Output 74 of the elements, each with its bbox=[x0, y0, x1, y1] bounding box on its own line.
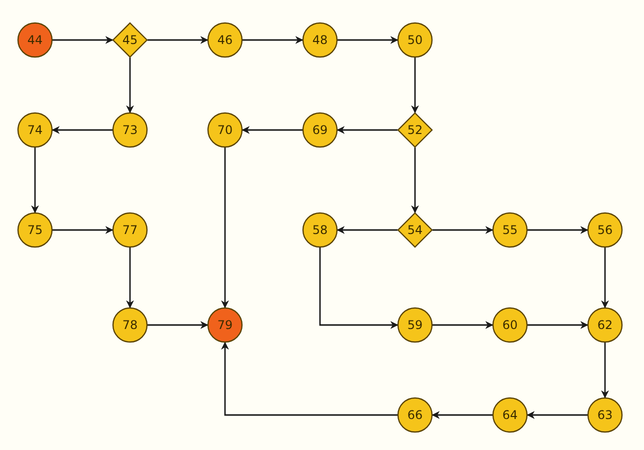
arrow bbox=[221, 342, 398, 416]
arrow bbox=[601, 248, 609, 308]
node-label: 74 bbox=[27, 123, 43, 137]
arrow bbox=[432, 411, 492, 419]
process-circle bbox=[112, 307, 148, 343]
node-label: 60 bbox=[502, 318, 518, 332]
node-label: 59 bbox=[407, 318, 423, 332]
decision-diamond bbox=[397, 112, 433, 148]
arrow bbox=[242, 36, 304, 44]
node-label: 50 bbox=[407, 33, 423, 47]
node-label: 62 bbox=[597, 318, 613, 332]
arrow bbox=[148, 321, 208, 329]
node-label: 66 bbox=[407, 408, 423, 422]
arrow bbox=[148, 36, 208, 44]
arrow bbox=[528, 321, 588, 329]
process-circle bbox=[17, 22, 53, 58]
process-circle bbox=[17, 212, 53, 248]
process-circle bbox=[207, 22, 243, 58]
process-circle bbox=[492, 212, 528, 248]
process-circle bbox=[112, 112, 148, 148]
node-label: 64 bbox=[502, 408, 518, 422]
process-circle bbox=[17, 112, 53, 148]
process-circle bbox=[397, 397, 433, 433]
arrow bbox=[336, 126, 398, 134]
node-label: 54 bbox=[407, 223, 423, 237]
arrow bbox=[338, 36, 398, 44]
process-circle bbox=[302, 112, 338, 148]
arrow bbox=[52, 36, 114, 44]
process-circle bbox=[207, 112, 243, 148]
arrow bbox=[52, 226, 114, 234]
process-circle bbox=[492, 307, 528, 343]
process-circle bbox=[112, 212, 148, 248]
process-circle bbox=[397, 307, 433, 343]
arrow bbox=[411, 148, 419, 214]
arrow bbox=[126, 58, 134, 114]
decision-diamond bbox=[112, 22, 148, 58]
process-circle bbox=[492, 397, 528, 433]
node-label: 52 bbox=[407, 123, 423, 137]
arrow bbox=[432, 226, 494, 234]
process-circle bbox=[207, 307, 243, 343]
arrow bbox=[126, 248, 134, 308]
node-label: 55 bbox=[502, 223, 518, 237]
node-label: 56 bbox=[597, 223, 613, 237]
process-circle bbox=[397, 22, 433, 58]
arrow bbox=[221, 148, 229, 308]
node-label: 46 bbox=[217, 33, 233, 47]
node-label: 75 bbox=[27, 223, 43, 237]
arrow bbox=[319, 248, 398, 329]
node-label: 44 bbox=[27, 33, 43, 47]
node-label: 58 bbox=[312, 223, 328, 237]
arrow bbox=[31, 148, 39, 214]
node-label: 63 bbox=[597, 408, 613, 422]
arrow bbox=[432, 321, 494, 329]
arrow bbox=[528, 226, 588, 234]
node-label: 79 bbox=[217, 318, 233, 332]
node-label: 77 bbox=[122, 223, 138, 237]
arrow bbox=[242, 126, 302, 134]
node-label: 48 bbox=[312, 33, 328, 47]
decision-diamond bbox=[397, 212, 433, 248]
node-label: 73 bbox=[122, 123, 138, 137]
node-label: 45 bbox=[122, 33, 138, 47]
node-label: 69 bbox=[312, 123, 328, 137]
arrow bbox=[601, 342, 609, 398]
process-circle bbox=[587, 397, 623, 433]
process-circle bbox=[302, 212, 338, 248]
arrow bbox=[526, 411, 588, 419]
node-label: 70 bbox=[217, 123, 233, 137]
arrow bbox=[52, 126, 112, 134]
node-label: 78 bbox=[122, 318, 138, 332]
arrow bbox=[411, 58, 419, 114]
arrow bbox=[336, 226, 398, 234]
process-circle bbox=[587, 307, 623, 343]
process-circle bbox=[587, 212, 623, 248]
process-circle bbox=[302, 22, 338, 58]
